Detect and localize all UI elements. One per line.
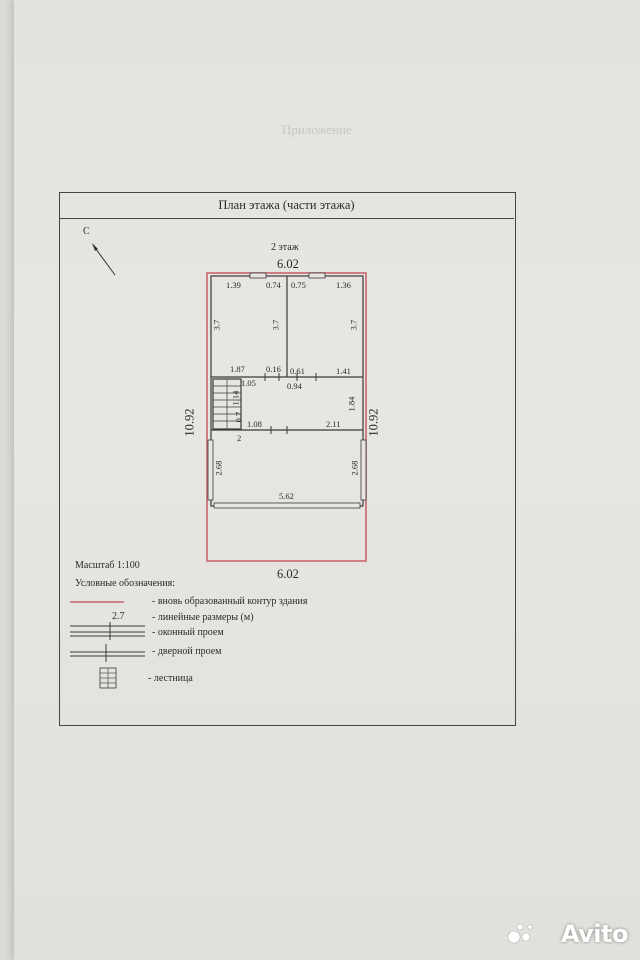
window-right (360, 439, 367, 501)
dim-r1-side-right: 3.7 (270, 319, 281, 331)
avito-watermark: Avito (560, 920, 629, 948)
dim-r2-bottom-right: 1.41 (336, 366, 351, 376)
document-page (14, 0, 640, 960)
dim-r1-side: 3.7 (211, 319, 222, 331)
dim-big-room-left-top: 2 (237, 433, 242, 443)
dim-stair-width: 0.7 (233, 411, 244, 423)
dim-hall-mid: 0.94 (287, 381, 302, 391)
north-label: С (83, 226, 90, 237)
dim-hall-bottom-left: 1.08 (247, 419, 262, 429)
window-bottom (213, 502, 361, 509)
dim-hall-left: 1.05 (241, 378, 256, 388)
plan-title: План этажа (части этажа) (59, 192, 514, 219)
legend-item-door: - дверной проем (152, 646, 222, 657)
legend-item-stairs: - лестница (148, 673, 193, 684)
dim-r2-top-left: 0.75 (291, 280, 306, 290)
dim-r1-top-right: 0.74 (266, 280, 281, 290)
dim-big-room-right: 2.68 (349, 460, 360, 476)
dim-r1-top-left: 1.39 (226, 280, 241, 290)
faint-header: Приложение (282, 122, 352, 137)
dim-r1-bottom-right: 0.16 (266, 364, 281, 374)
dim-r2-side: 3.7 (348, 319, 359, 331)
window-top-left (249, 272, 267, 279)
avito-logo-icon (507, 923, 533, 944)
floor-label: 2 этаж (271, 242, 299, 253)
window-top-right (308, 272, 326, 279)
dim-stair-len: 1.14 (230, 390, 241, 406)
dim-left-height: 10.92 (182, 408, 197, 437)
dim-big-room-bottom: 5.62 (279, 491, 294, 501)
legend-sample-dim: 2.7 (112, 611, 125, 622)
dim-r2-bottom-left: 0.61 (290, 366, 305, 376)
dim-bottom-width: 6.02 (277, 567, 299, 581)
legend-item-dimensions: - линейные размеры (м) (152, 612, 254, 623)
dim-big-room-left: 2.68 (213, 460, 224, 476)
dim-r1-bottom-left: 1.87 (230, 364, 245, 374)
dim-hall-height: 1.84 (346, 396, 357, 412)
legend-item-window: - оконный проем (152, 627, 224, 638)
north-arrow-icon (92, 243, 116, 276)
stair-treads (213, 379, 241, 429)
dim-r2-top-right: 1.36 (336, 280, 351, 290)
dim-hall-bottom-right: 2.11 (326, 419, 341, 429)
legend-heading: Условные обозначения: (75, 578, 176, 589)
dim-right-height: 10.92 (366, 408, 381, 437)
building-contour (206, 272, 367, 562)
plan-frame (59, 192, 516, 726)
legend-symbols (70, 601, 145, 689)
window-left (207, 439, 214, 501)
dim-top-width: 6.02 (277, 257, 299, 271)
legend-item-contour: - вновь образованный контур здания (152, 596, 308, 607)
legend-scale: Масштаб 1:100 (75, 560, 140, 571)
